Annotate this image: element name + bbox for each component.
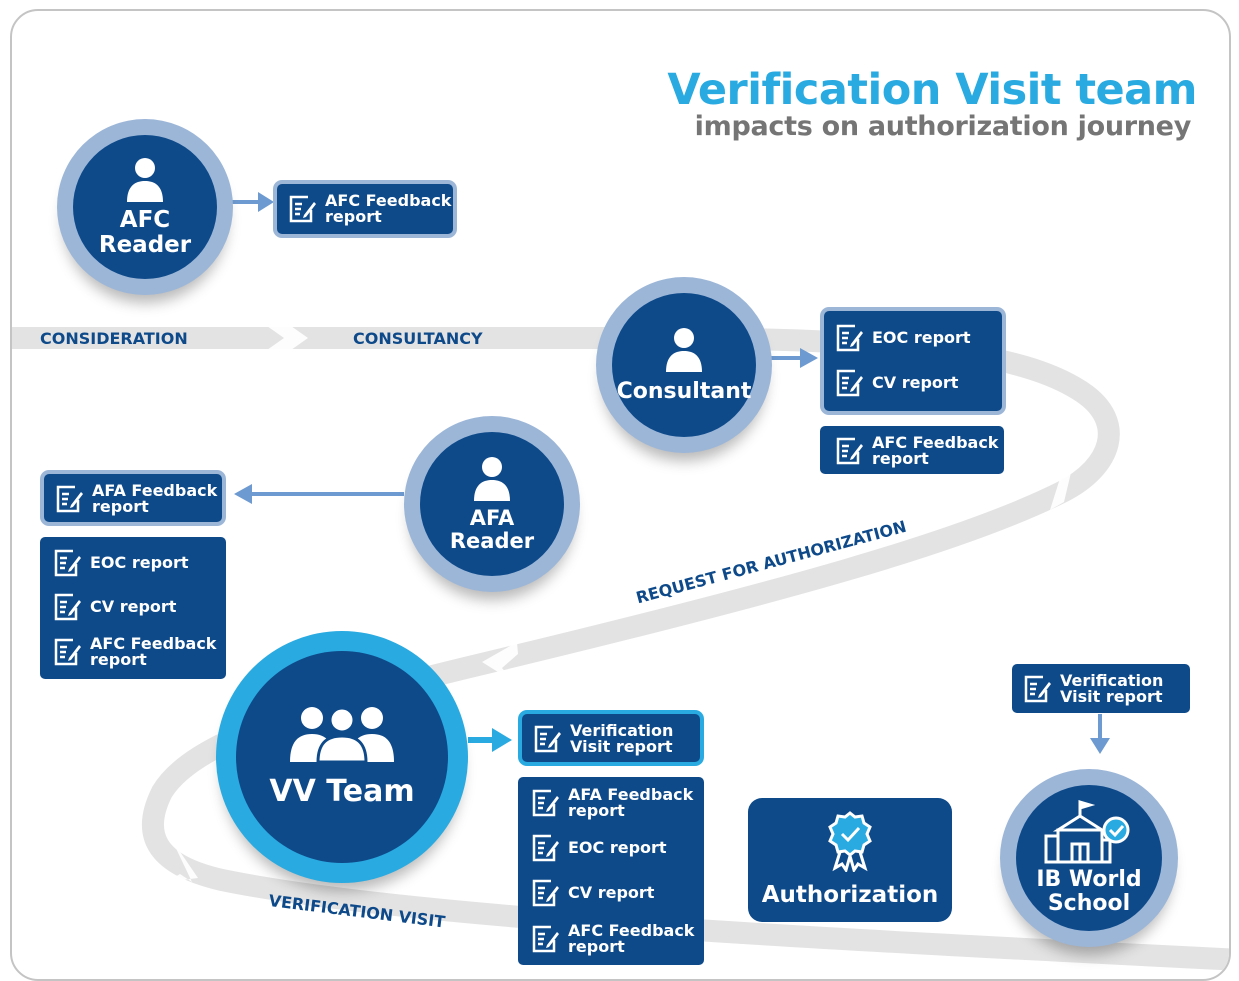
afc-feedback-label: AFC Feedback report [568, 921, 695, 956]
authorization-label: Authorization [761, 882, 939, 908]
afa-reader-node: AFA Reader [404, 416, 580, 592]
report-item: AFC Feedback report [530, 923, 694, 955]
report-item: EOC report [52, 548, 189, 578]
document-edit-icon [532, 879, 559, 907]
document-edit-icon [532, 789, 559, 817]
person-icon [474, 457, 510, 502]
report-item: AFC Feedback report [52, 636, 216, 668]
report-item: AFA Feedback report [530, 787, 693, 819]
consultant-node: Consultant [596, 277, 772, 453]
ib-world-school-label: IB World School [1036, 867, 1142, 916]
ib-world-school-node: IB World School [1000, 769, 1178, 947]
person-icon [666, 328, 702, 373]
diagram-title: Verification Visit team [667, 65, 1197, 115]
document-edit-icon [54, 638, 81, 666]
report-item: AFC Feedback report [834, 435, 998, 467]
consultant-reports-box: EOC report CV report [824, 311, 1002, 411]
diagram-frame: Verification Visit team impacts on autho… [10, 9, 1231, 981]
document-edit-icon [836, 324, 863, 352]
document-edit-icon [289, 195, 316, 223]
eoc-report-label: EOC report [568, 838, 667, 857]
school-building-icon [1044, 800, 1130, 864]
document-edit-icon [56, 485, 83, 513]
report-item: EOC report [834, 323, 971, 353]
document-edit-icon [1024, 675, 1051, 703]
consultant-label: Consultant [616, 379, 752, 405]
afc-feedback-label: AFC Feedback report [90, 634, 217, 669]
afa-supporting-reports-box: EOC report CV report AFC Feedback report [40, 537, 226, 679]
verification-visit-report-box: Verification Visit report [522, 714, 700, 762]
diagram-subtitle: impacts on authorization journey [694, 111, 1192, 142]
vv-supporting-reports-box: AFA Feedback report EOC report CV report… [518, 777, 704, 965]
report-item: AFC Feedback report [287, 193, 451, 225]
document-edit-icon [54, 549, 81, 577]
report-item: Verification Visit report [532, 723, 673, 755]
report-item: Verification Visit report [1022, 673, 1163, 705]
afa-reader-label: AFA Reader [449, 506, 535, 553]
award-badge-icon [828, 811, 872, 872]
eoc-report-label: EOC report [872, 328, 971, 347]
document-edit-icon [54, 593, 81, 621]
afc-feedback-label: AFC Feedback report [872, 433, 999, 468]
afa-feedback-report-box: AFA Feedback report [44, 474, 222, 522]
report-item: AFA Feedback report [54, 483, 217, 515]
report-item: CV report [52, 592, 176, 622]
authorization-box: Authorization [748, 798, 952, 922]
eoc-report-label: EOC report [90, 553, 189, 572]
report-item: CV report [530, 878, 654, 908]
document-edit-icon [534, 725, 561, 753]
verification-visit-label: Verification Visit report [570, 721, 674, 756]
afc-feedback-label: AFC Feedback report [325, 191, 452, 226]
report-item: CV report [834, 368, 958, 398]
cv-report-label: CV report [568, 883, 655, 902]
afc-feedback-report-box: AFC Feedback report [277, 184, 453, 234]
vv-team-node: VV Team [216, 631, 468, 883]
report-item: EOC report [530, 833, 667, 863]
team-icon [290, 706, 394, 762]
document-edit-icon [836, 437, 863, 465]
school-verification-visit-report-box: Verification Visit report [1012, 664, 1190, 713]
cv-report-label: CV report [872, 373, 959, 392]
afa-feedback-label: AFA Feedback report [92, 481, 218, 516]
afc-reader-label: AFC Reader [98, 207, 192, 258]
vv-team-label: VV Team [269, 773, 415, 809]
stage-consultancy: CONSULTANCY [353, 329, 483, 348]
cv-report-label: CV report [90, 597, 177, 616]
stage-consideration: CONSIDERATION [40, 329, 188, 348]
document-edit-icon [532, 925, 559, 953]
document-edit-icon [532, 834, 559, 862]
document-edit-icon [836, 369, 863, 397]
afc-reader-node: AFC Reader [57, 119, 233, 295]
verification-visit-label: Verification Visit report [1060, 671, 1164, 706]
consultant-afc-feedback-box: AFC Feedback report [820, 426, 1004, 474]
afa-feedback-label: AFA Feedback report [568, 785, 694, 820]
person-icon [127, 158, 163, 203]
journey-path [12, 192, 1229, 971]
